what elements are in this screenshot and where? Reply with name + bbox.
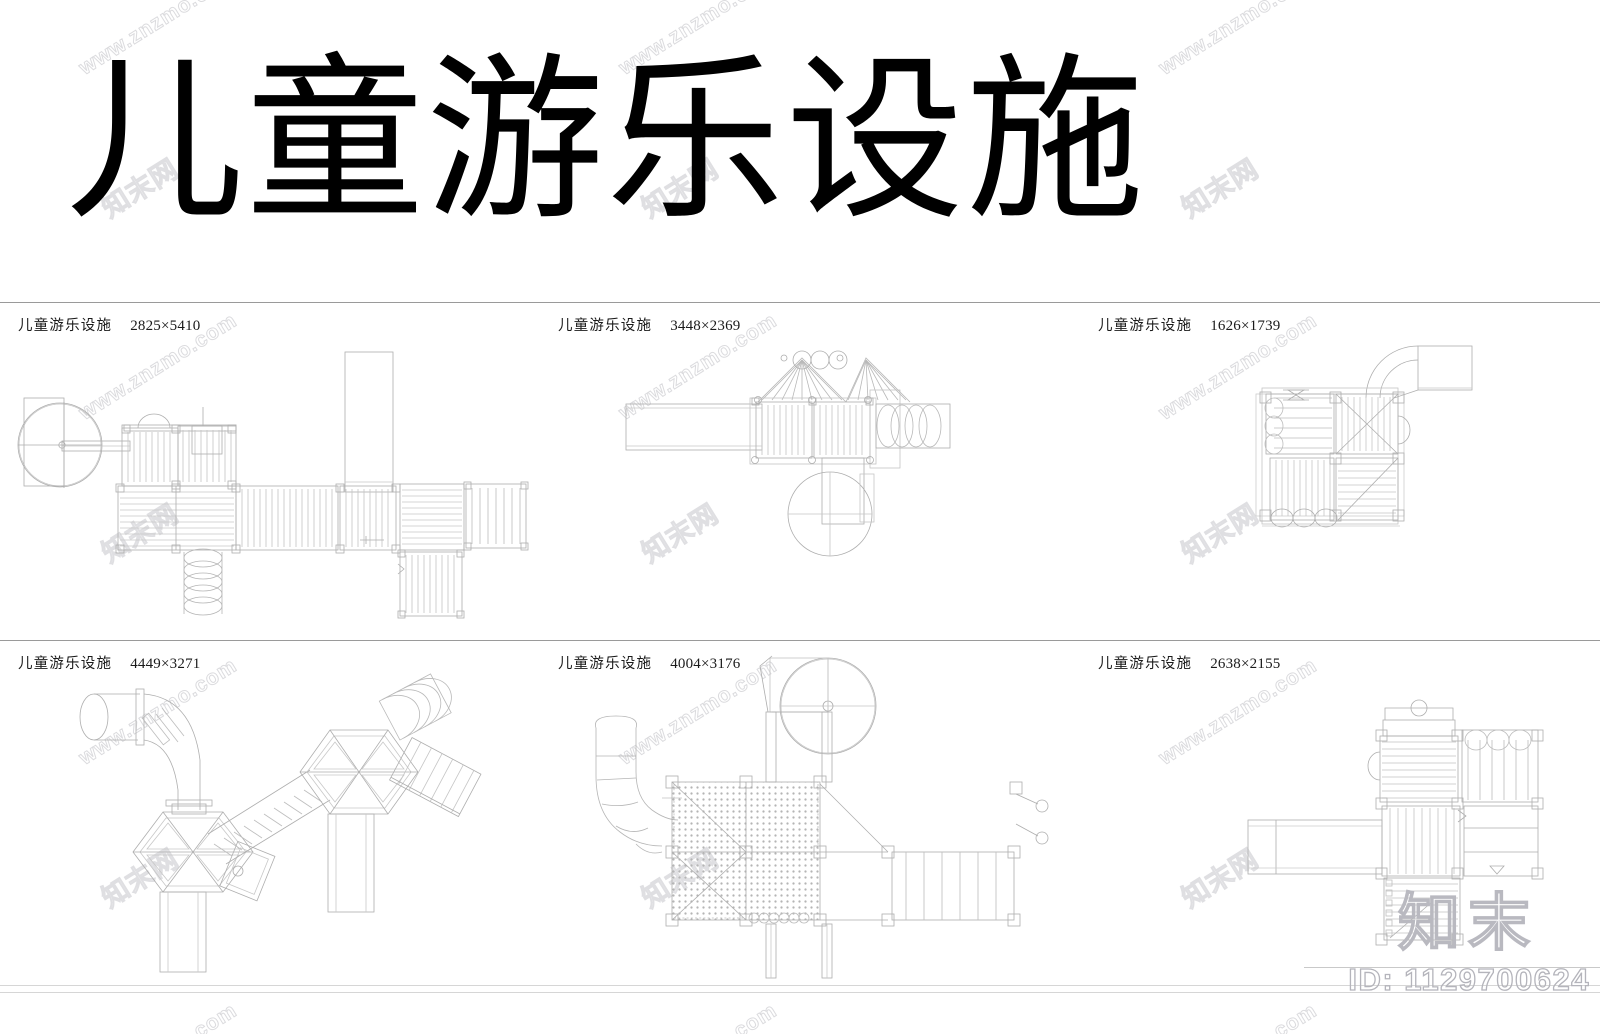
item-caption-4: 儿童游乐设施 4449×3271 — [18, 652, 200, 673]
item-dimensions-5: 4004×3176 — [670, 656, 741, 672]
item-drawing-1 — [0, 342, 540, 622]
item-name-4: 儿童游乐设施 — [18, 656, 113, 672]
catalog-row-1: 儿童游乐设施 2825×5410 — [0, 302, 1600, 640]
watermark-url-text: www.znzmo.com — [615, 998, 782, 1034]
catalog-cell-2[interactable]: 儿童游乐设施 3448×2369 — [540, 302, 1080, 640]
item-drawing-2 — [540, 342, 1080, 622]
catalog-cell-5[interactable]: 儿童游乐设施 4004×3176 — [540, 640, 1080, 985]
id-underline — [1304, 967, 1600, 968]
item-drawing-5 — [540, 648, 1080, 979]
catalog-cell-6[interactable]: 儿童游乐设施 2638×2155 — [1080, 640, 1600, 985]
brand-watermark: 知末 — [1397, 888, 1538, 959]
item-dimensions-1: 2825×5410 — [130, 318, 201, 334]
item-name-1: 儿童游乐设施 — [18, 318, 113, 334]
catalog-cell-3[interactable]: 儿童游乐设施 1626×1739 — [1080, 302, 1600, 640]
section-divider-2 — [0, 640, 1600, 641]
item-name-6: 儿童游乐设施 — [1098, 656, 1193, 672]
item-name-2: 儿童游乐设施 — [558, 318, 653, 334]
footer-divider-2 — [0, 992, 1600, 993]
item-drawing-6 — [1080, 670, 1600, 970]
watermark-url-text: www.znzmo.com — [75, 998, 242, 1034]
item-name-3: 儿童游乐设施 — [1098, 318, 1193, 334]
watermark-url-text: www.znzmo.com — [1155, 998, 1322, 1034]
catalog-cell-1[interactable]: 儿童游乐设施 2825×5410 — [0, 302, 540, 640]
footer-divider-1 — [0, 985, 1600, 986]
item-dimensions-3: 1626×1739 — [1210, 318, 1281, 334]
watermark-brand-text: 知末网 — [1176, 153, 1264, 224]
page-title: 儿童游乐设施 — [66, 41, 1146, 240]
section-divider-1 — [0, 302, 1600, 303]
item-drawing-3 — [1080, 342, 1600, 622]
item-name-5: 儿童游乐设施 — [558, 656, 653, 672]
watermark-url-text: www.znzmo.com — [1155, 0, 1322, 80]
item-caption-1: 儿童游乐设施 2825×5410 — [18, 314, 200, 335]
item-dimensions-4: 4449×3271 — [130, 656, 201, 672]
item-caption-3: 儿童游乐设施 1626×1739 — [1098, 314, 1280, 335]
item-caption-5: 儿童游乐设施 4004×3176 — [558, 652, 740, 673]
item-dimensions-6: 2638×2155 — [1210, 656, 1281, 672]
item-caption-6: 儿童游乐设施 2638×2155 — [1098, 652, 1280, 673]
page-title-container: 儿童游乐设施 — [66, 52, 1146, 230]
catalog-cell-4[interactable]: 儿童游乐设施 4449×3271 — [0, 640, 540, 985]
document-id: ID: 1129700624 — [1348, 961, 1590, 997]
item-drawing-4 — [0, 652, 540, 973]
item-dimensions-2: 3448×2369 — [670, 318, 741, 334]
catalog-row-2: 儿童游乐设施 4449×3271 — [0, 640, 1600, 985]
item-caption-2: 儿童游乐设施 3448×2369 — [558, 314, 740, 335]
